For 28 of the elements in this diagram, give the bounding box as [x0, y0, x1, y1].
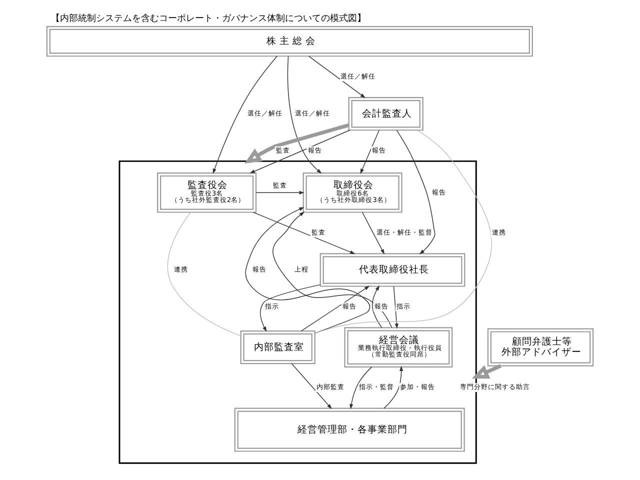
- connector: [314, 130, 492, 334]
- arrow: [301, 286, 370, 332]
- arrow: [362, 212, 385, 254]
- node-box: 会計監査人: [348, 97, 424, 131]
- arrow: [260, 284, 321, 332]
- arrow: [472, 364, 502, 379]
- arrow: [384, 366, 404, 409]
- arrow: [393, 286, 398, 329]
- arrow: [291, 363, 332, 410]
- arrow: [252, 212, 356, 254]
- node-box: 代表取締役社長: [320, 253, 466, 287]
- arrow: [396, 130, 436, 254]
- connector: [167, 212, 242, 336]
- node-box: 株 主 総 会: [46, 26, 533, 57]
- arrow: [245, 207, 370, 334]
- node-box: 経営管理部・各事業部門: [234, 408, 465, 452]
- node-box: 顧問弁護士等 外部アドバイザー: [487, 328, 594, 366]
- arrow: [212, 56, 278, 174]
- node-box: 内部監査室: [240, 330, 316, 364]
- arrow: [272, 212, 392, 328]
- arrow: [250, 130, 350, 174]
- arrow: [308, 56, 366, 98]
- arrow: [256, 190, 304, 194]
- diagram-title: 【内部統制システムを含むコーポレート・ガバナンス体制についての模式図】: [51, 14, 366, 24]
- arrow: [360, 130, 380, 174]
- arrow: [350, 366, 372, 410]
- arrow: [244, 123, 350, 164]
- arrow: [372, 285, 382, 328]
